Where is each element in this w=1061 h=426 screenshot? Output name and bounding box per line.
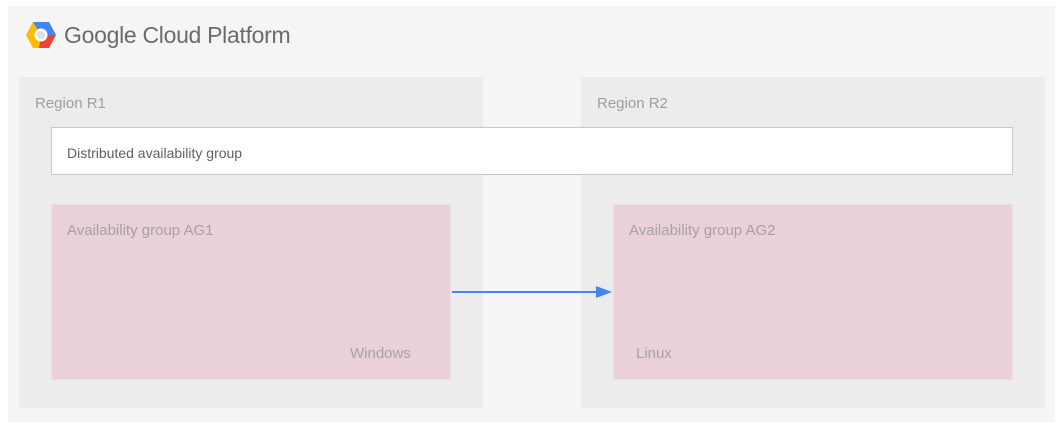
gcp-logo-icon [26,22,56,48]
arrowhead-icon [596,286,612,298]
availability-group-ag2 [613,204,1013,380]
ag2-label: Availability group AG2 [629,222,776,239]
availability-group-ag1 [51,204,451,380]
ag2-os-label: Linux [636,345,672,362]
ag1-os-label: Windows [350,345,411,362]
region-r1-label: Region R1 [35,95,106,112]
distributed-availability-group: Distributed availability group [51,127,1013,175]
brand-title: Google Cloud Platform [64,22,291,48]
replication-arrow [452,286,612,298]
ag1-label: Availability group AG1 [67,222,214,239]
region-r2-label: Region R2 [597,95,668,112]
